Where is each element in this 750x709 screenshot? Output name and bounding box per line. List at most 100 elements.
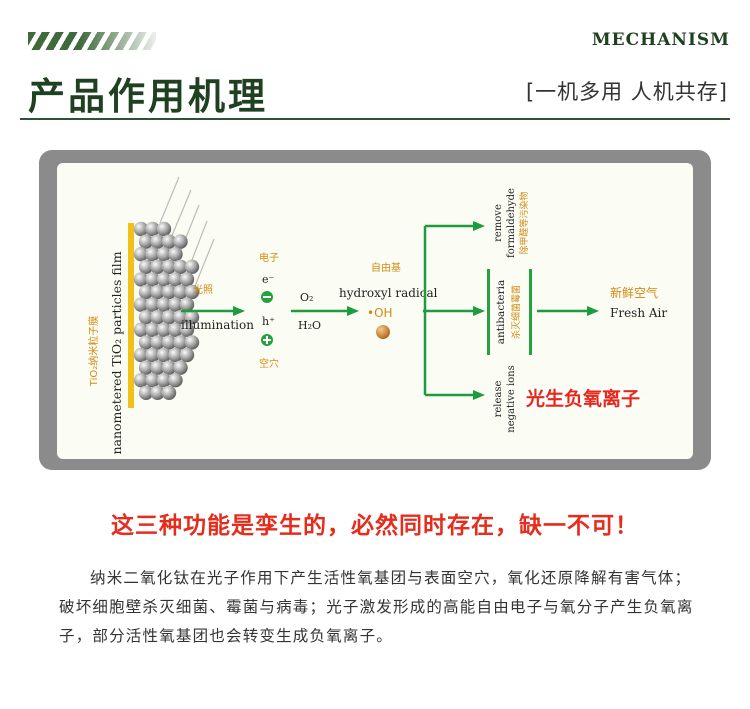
antibacteria-branch: antibacteria 杀灭细菌霉菌 [487,269,532,355]
hydroxyl-particle [376,325,390,339]
nanoparticle [156,272,172,287]
nanoparticle [138,335,154,350]
nanoparticle [161,259,177,274]
negative-ions-label-zh: 光生负氧离子 [525,387,640,410]
hole-label-zh: 空穴 [259,357,279,370]
nanoparticle [138,234,154,249]
film-substrate [128,223,134,408]
nanoparticle [156,221,172,237]
nanoparticle [161,360,177,375]
hole-symbol: h⁺ [262,315,275,328]
nanoparticle [168,297,183,312]
nanoparticle [168,347,183,363]
nanoparticle [145,347,160,363]
nanoparticle [173,360,188,375]
nanoparticle [145,221,160,237]
slogan: [一机多用 人机共存] [525,80,728,104]
nanoparticle [138,259,154,274]
nanoparticle [156,373,172,388]
nanoparticle [161,385,177,400]
nanoparticle [156,247,172,262]
nanoparticle [145,373,160,388]
title-divider [20,118,730,120]
nanoparticle [156,297,172,312]
nanoparticle [145,322,160,337]
film-label-en: nanometered TiO₂ particles film [109,251,124,454]
illumination-zh: 光照 [193,283,213,296]
radical-group: 自由基 hydroxyl radical •OH [339,261,438,339]
mechanism-diagram: TiO₂纳米粒子膜 nanometered TiO₂ particles fil… [87,176,667,455]
nanoparticle [150,310,165,325]
fresh-air-group: 新鲜空气 Fresh Air [610,285,667,320]
nanoparticle [179,297,195,312]
page-title: 产品作用机理 [28,75,268,118]
remove-label-en-1: remove [493,204,504,242]
nanoparticle [150,360,165,375]
nanoparticle [173,284,188,300]
nanoparticle [150,335,165,350]
nanoparticle [179,272,195,287]
nanoparticle [145,247,160,262]
release-label-en-2: negative ions [506,365,517,432]
nanoparticle [138,310,154,325]
nanoparticle [168,373,183,388]
nanoparticle [161,284,177,300]
nanoparticle [173,335,188,350]
o2-label: O₂ [300,291,313,304]
film-label-zh: TiO₂纳米粒子膜 [87,316,100,387]
radical-label-zh: 自由基 [371,261,401,274]
electron-symbol: e⁻ [262,273,275,286]
fresh-air-zh: 新鲜空气 [610,285,658,300]
nanoparticle [133,373,149,388]
film-label-group: TiO₂纳米粒子膜 nanometered TiO₂ particles fil… [87,251,124,454]
nanoparticle [179,322,195,337]
nanoparticle [173,310,188,325]
nanoparticle [150,284,165,300]
arrow-pair-to-radical [291,306,359,316]
nanoparticle [138,360,154,375]
nanoparticle [161,234,177,249]
electron-hole-pair: 电子 e⁻ h⁺ 空穴 [259,251,279,370]
hydroxyl-symbol: •OH [367,306,393,320]
nanoparticle [161,310,177,325]
nanoparticle [184,284,200,300]
nanoparticle [133,272,149,287]
nanoparticle [184,310,200,325]
nanoparticle [156,322,172,337]
nanoparticle [168,272,183,287]
illumination-en: illumination [181,318,254,332]
nanoparticle [133,347,149,363]
radical-label-en: hydroxyl radical [339,286,438,300]
nanoparticle-stack [133,221,200,400]
nanoparticle [168,247,183,262]
remove-label-en-2: formaldehyde [506,188,517,258]
arrow-film-to-pair [181,306,245,316]
antibacteria-label-en: antibacteria [495,280,507,345]
nanoparticle [150,385,165,400]
nanoparticle [138,284,154,300]
nanoparticle [133,322,149,337]
remove-label-zh: 除甲醛等污染物 [518,191,530,254]
reactants: O₂ H₂O [298,291,321,332]
key-claim: 这三种功能是孪生的，必然同时存在，缺一不可！ [111,513,639,539]
nanoparticle [150,234,165,249]
illumination-group: 光照 illumination [181,283,254,332]
nanoparticle [145,297,160,312]
branch-arrows [423,221,485,400]
nanoparticle [173,234,188,249]
negative-ions-branch: release negative ions 光生负氧离子 [493,365,642,432]
fresh-air-en: Fresh Air [610,306,667,320]
nanoparticle [161,335,177,350]
release-label-en-1: release [493,381,504,418]
h2o-label: H₂O [298,319,321,332]
nanoparticle [184,259,200,274]
bracket-right [529,269,532,355]
nanoparticle [150,259,165,274]
arrow-to-fresh-air [537,306,599,316]
antibacteria-label-zh: 杀灭细菌霉菌 [510,285,522,339]
nanoparticle [133,297,149,312]
nanoparticle [168,322,183,337]
nanoparticle [138,385,154,400]
nanoparticle [179,347,195,363]
bracket-left [487,269,490,355]
